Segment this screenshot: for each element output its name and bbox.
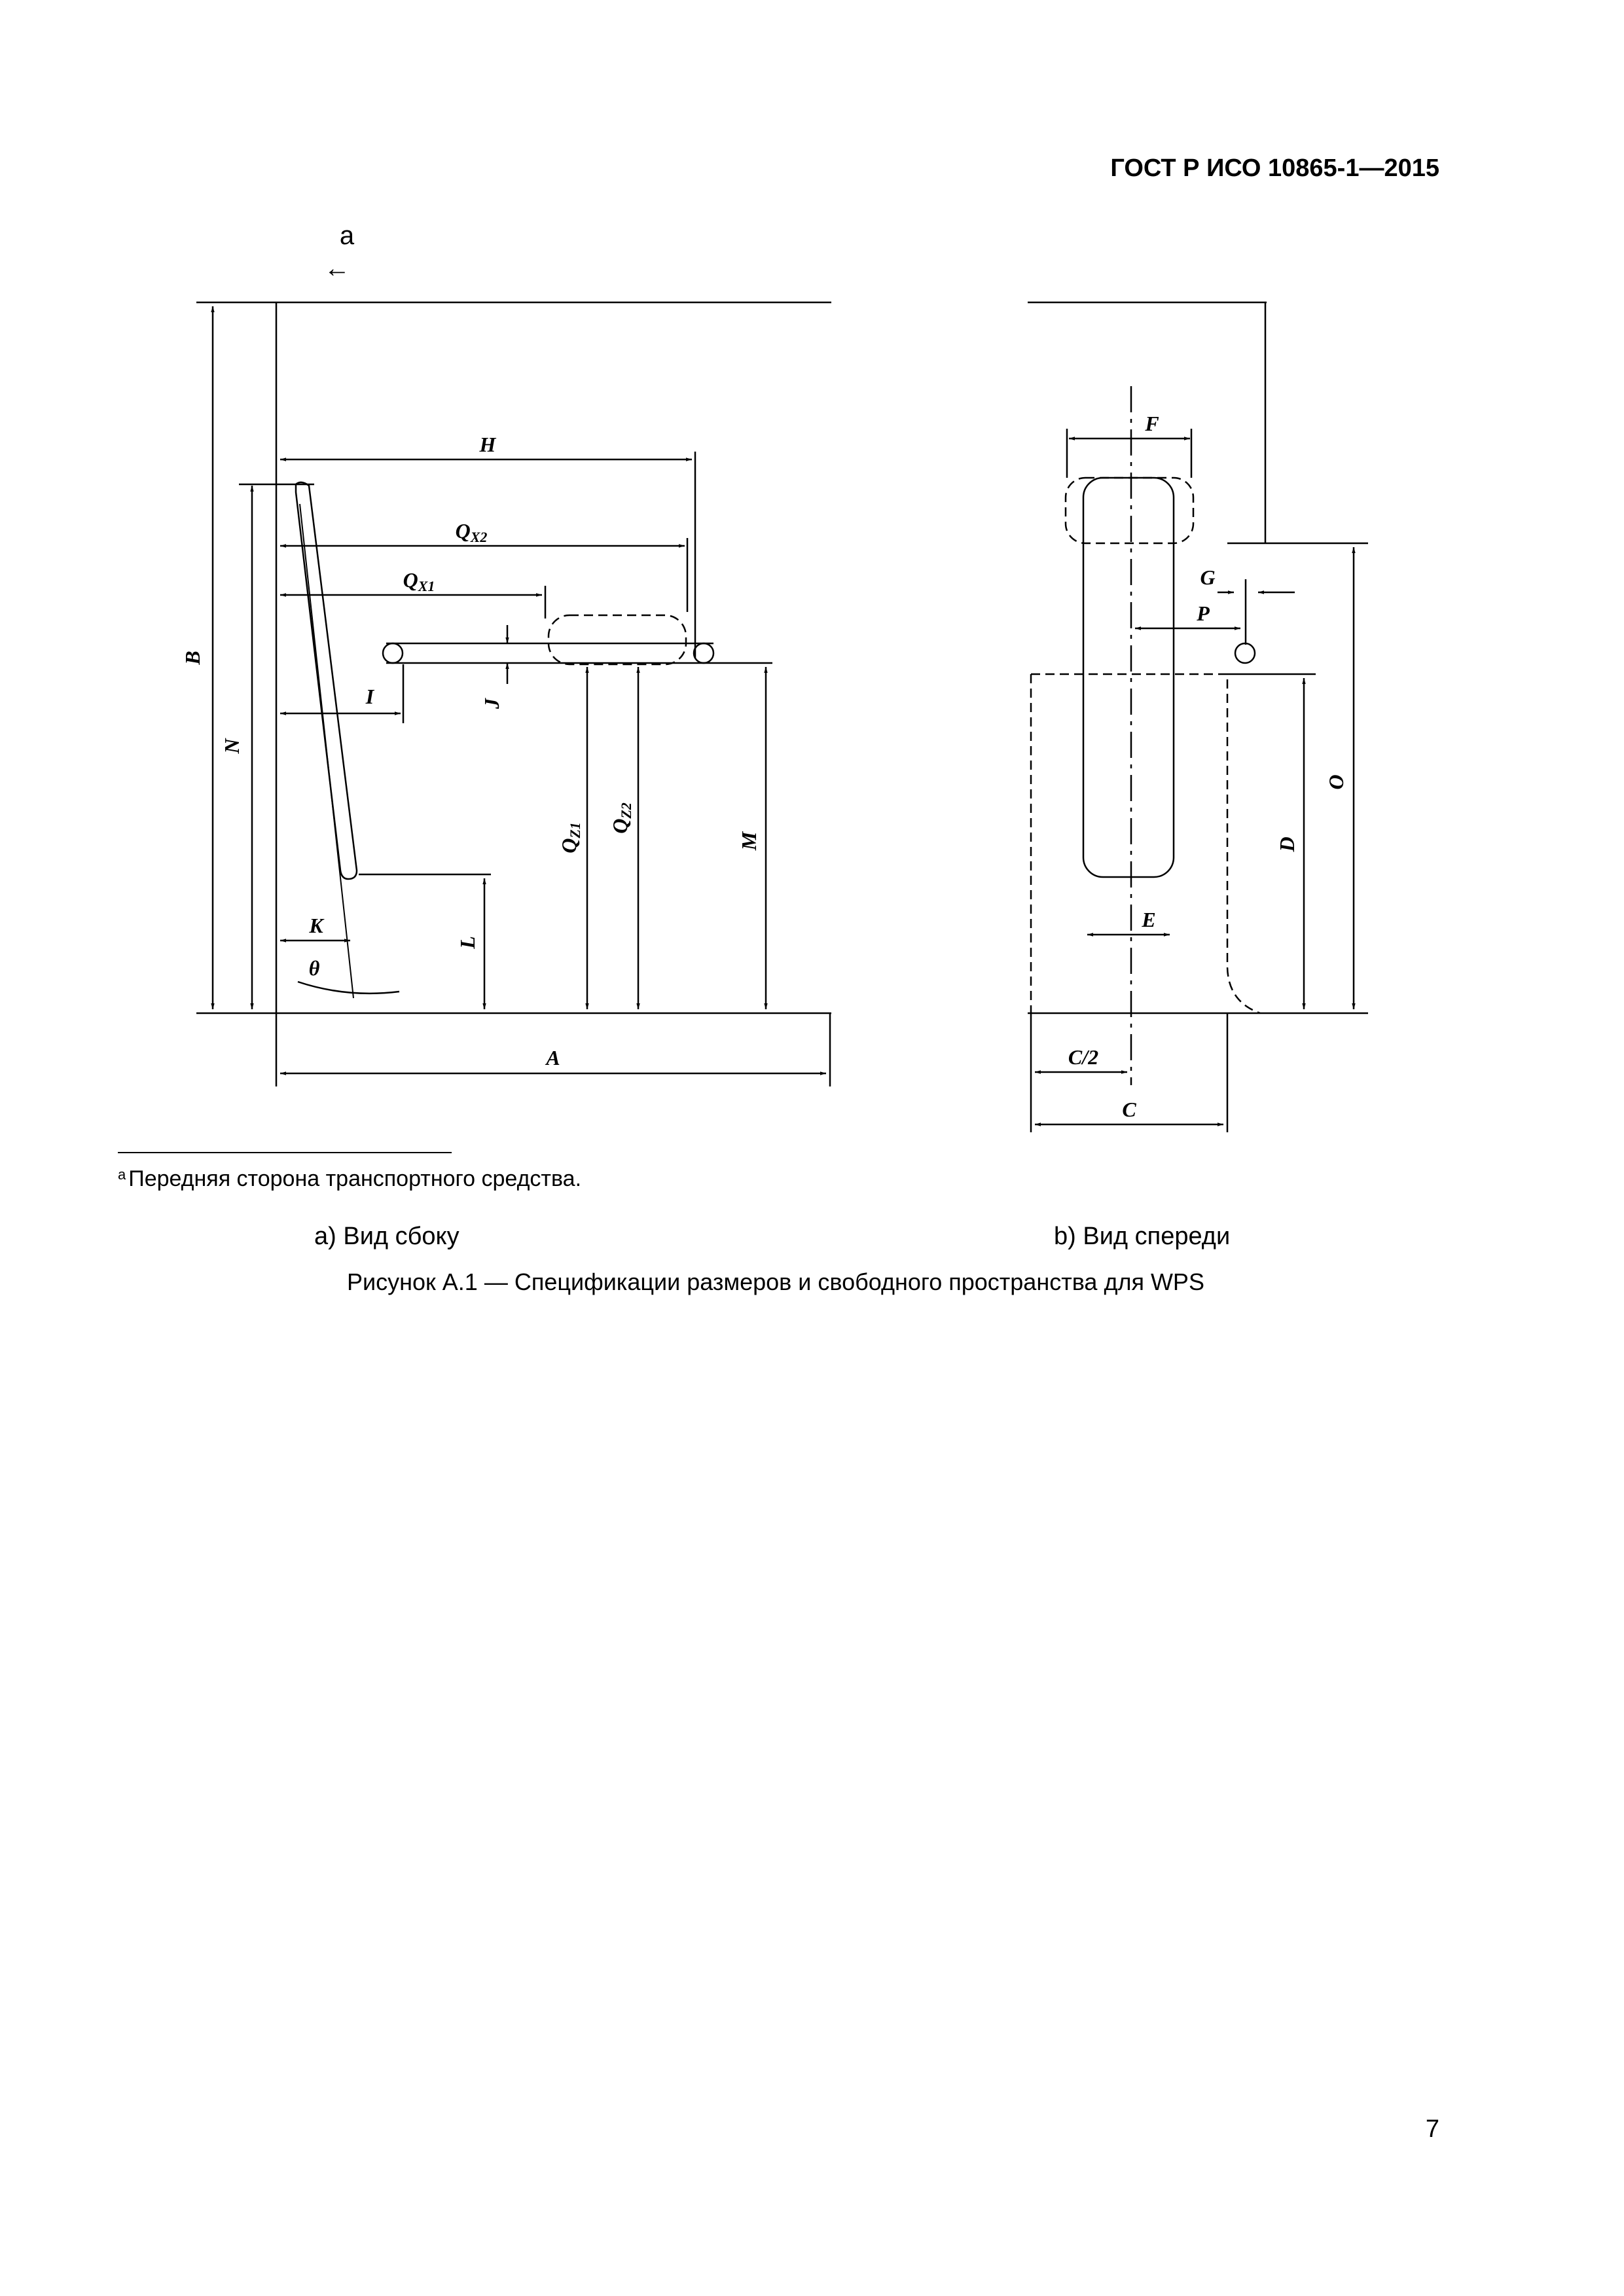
label-g: G	[1200, 565, 1215, 589]
label-k: K	[308, 914, 325, 937]
angle-theta-arc	[297, 980, 400, 995]
label-n: N	[220, 738, 244, 755]
label-c-half: C/2	[1068, 1045, 1098, 1069]
backrest-shape	[295, 481, 358, 880]
svg-text:QZ1: QZ1	[557, 822, 583, 853]
label-c: C	[1122, 1098, 1136, 1121]
figure-drawing: a ←	[181, 221, 1368, 1132]
label-m: M	[737, 831, 761, 851]
label-d: D	[1275, 836, 1299, 852]
svg-text:QZ2: QZ2	[608, 802, 634, 834]
page-number: 7	[1425, 2115, 1439, 2143]
label-f: F	[1144, 412, 1159, 435]
label-qz2: Q	[608, 819, 632, 834]
label-e: E	[1141, 908, 1155, 931]
subcaption-front-view: b) Вид спереди	[1054, 1223, 1231, 1250]
label-a: A	[545, 1046, 560, 1069]
footnote-divider	[118, 1152, 452, 1153]
label-theta: θ	[309, 956, 320, 980]
label-qx1-sub: X1	[418, 578, 435, 594]
figure-caption: Рисунок А.1 — Спецификации размеров и св…	[347, 1268, 1204, 1295]
footnote-marker: a	[118, 1166, 126, 1183]
label-qx2: Q	[456, 519, 471, 543]
footnote-text: Передняя сторона транспортного средства.	[128, 1166, 582, 1191]
label-j: J	[480, 698, 503, 709]
label-h: H	[479, 433, 497, 456]
document-header: ГОСТ Р ИСО 10865-1—2015	[1110, 154, 1439, 182]
front-view	[1028, 301, 1368, 1132]
front-arrow: ←	[324, 254, 350, 283]
svg-text:QX2: QX2	[456, 519, 488, 545]
label-p: P	[1196, 601, 1210, 625]
seat-cushion	[547, 614, 687, 666]
label-qx1: Q	[403, 568, 418, 592]
side-view: a ←	[196, 221, 831, 1086]
headrest-outline	[1064, 476, 1195, 545]
label-i: I	[365, 685, 375, 708]
label-o: O	[1324, 774, 1348, 789]
front-marker: a	[340, 221, 355, 250]
label-qx2-sub: X2	[470, 529, 488, 545]
subcaption-side-view: a) Вид сбоку	[314, 1223, 460, 1250]
label-b: B	[181, 651, 204, 665]
label-l: L	[456, 936, 479, 950]
backrest-front	[1082, 476, 1175, 878]
seat-space-outline	[1031, 673, 1261, 1014]
label-qz1-sub: Z1	[567, 822, 583, 838]
label-qz2-sub: Z2	[618, 802, 634, 819]
svg-text:QX1: QX1	[403, 568, 435, 594]
label-qz1: Q	[557, 838, 581, 853]
